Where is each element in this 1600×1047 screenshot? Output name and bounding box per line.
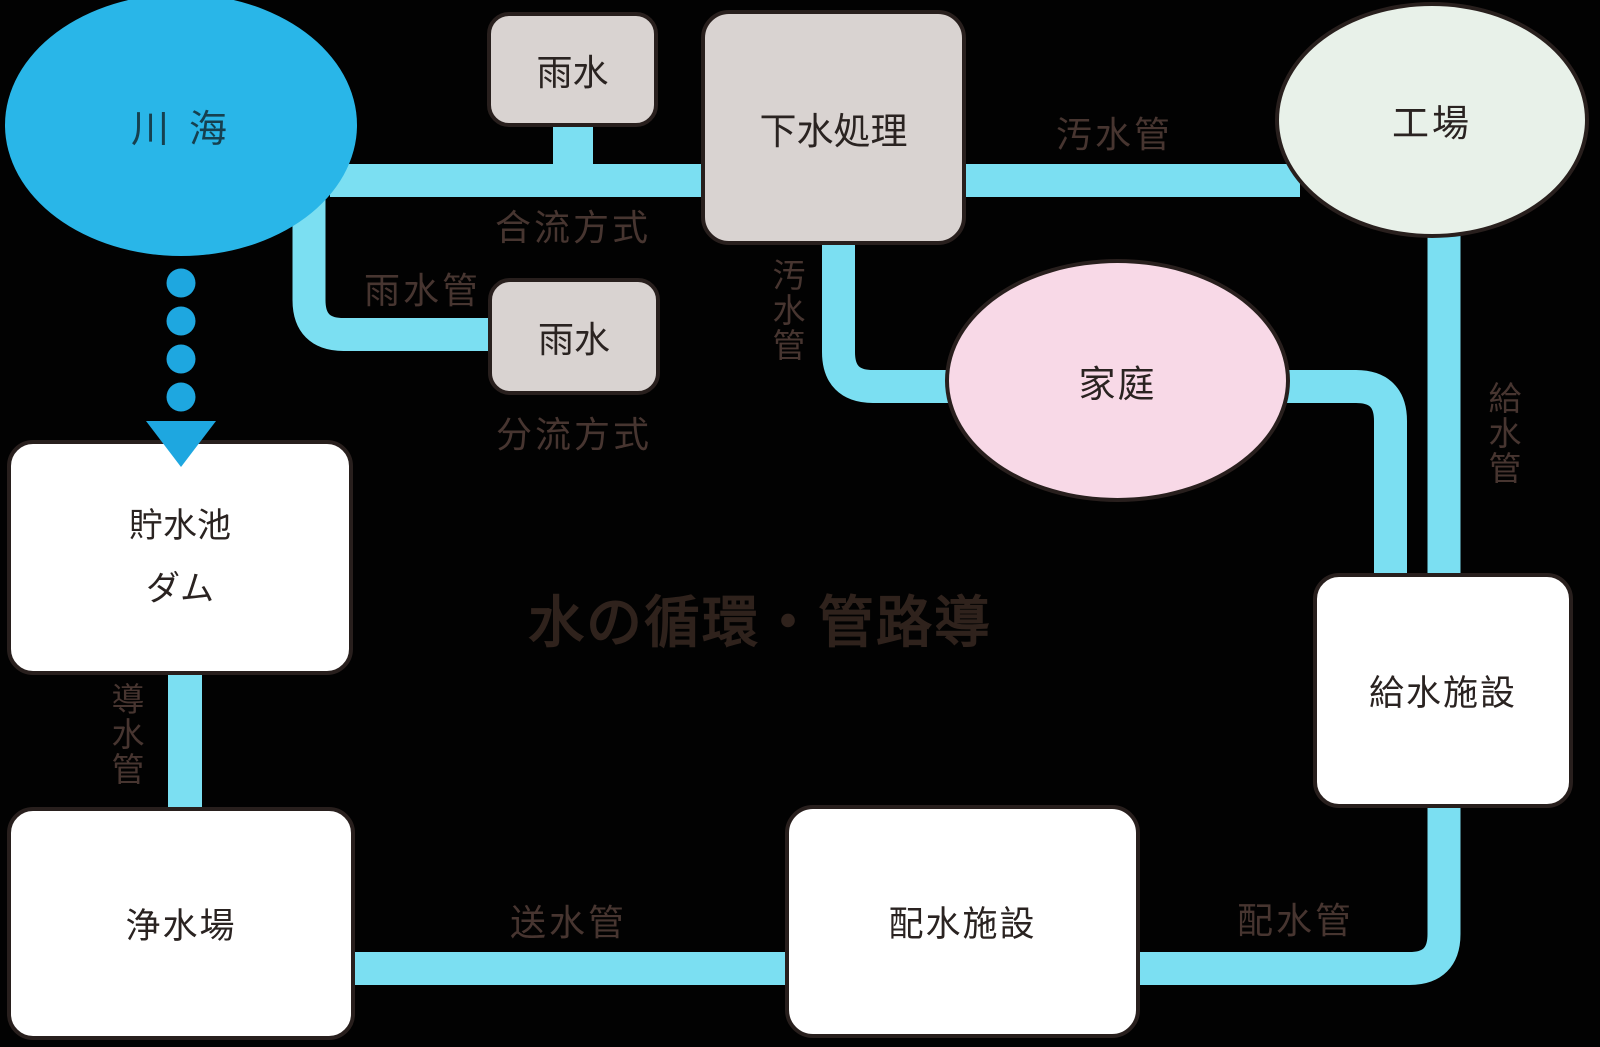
arrow-dot <box>166 382 196 412</box>
node-river-sea: 川 海 <box>5 0 357 256</box>
label-combined-system: 合流方式 <box>495 208 652 249</box>
node-supply-facility: 給水施設 <box>1313 573 1573 808</box>
node-factory-label: 工場 <box>1392 102 1472 145</box>
label-sewage-pipe-top: 汚水管 <box>1056 115 1174 156</box>
node-rainwater-1: 雨水 <box>487 12 658 127</box>
node-river-sea-label: 川 海 <box>130 106 232 151</box>
node-sewage-treatment: 下水処理 <box>701 10 966 245</box>
node-distribution-facility-label: 配水施設 <box>888 905 1037 945</box>
node-factory: 工場 <box>1275 2 1589 238</box>
node-distribution-facility: 配水施設 <box>785 805 1140 1038</box>
node-reservoir-label: 貯水池 <box>129 505 231 546</box>
node-purification-plant-label: 浄水場 <box>125 907 237 947</box>
node-rainwater-1-label: 雨水 <box>536 52 609 94</box>
node-rainwater-2: 雨水 <box>488 278 660 395</box>
arrow-dot <box>166 268 196 298</box>
pipe-sewage-to-home <box>822 238 952 403</box>
arrow-head-icon <box>146 421 216 467</box>
label-rainwater-pipe: 雨水管 <box>364 271 482 312</box>
label-transmission-pipe: 送水管 <box>510 903 628 944</box>
node-dam-label: ダム <box>146 568 214 609</box>
node-home-label: 家庭 <box>1078 362 1157 406</box>
diagram-title: 水の循環・管路導 <box>528 591 992 656</box>
node-rainwater-2-label: 雨水 <box>537 319 610 361</box>
label-supply-pipe: 給水管 <box>1483 381 1522 486</box>
label-distribution-pipe: 配水管 <box>1237 901 1355 942</box>
node-reservoir-dam: 貯水池 ダム <box>7 440 353 675</box>
arrow-dot <box>166 344 196 374</box>
pipe-home-to-supply <box>1280 370 1407 580</box>
node-supply-facility-label: 給水施設 <box>1368 674 1517 714</box>
label-separate-system: 分流方式 <box>496 415 653 456</box>
node-purification-plant: 浄水場 <box>7 807 355 1040</box>
label-sewage-pipe-side: 汚水管 <box>767 258 806 363</box>
node-sewage-treatment-label: 下水処理 <box>759 109 908 153</box>
label-conduit-pipe: 導水管 <box>106 682 145 787</box>
node-home: 家庭 <box>945 259 1290 502</box>
pipe-rainwater2-branch <box>292 192 500 351</box>
arrow-dot <box>166 306 196 336</box>
pipe-supply-to-distribution <box>1137 800 1461 985</box>
